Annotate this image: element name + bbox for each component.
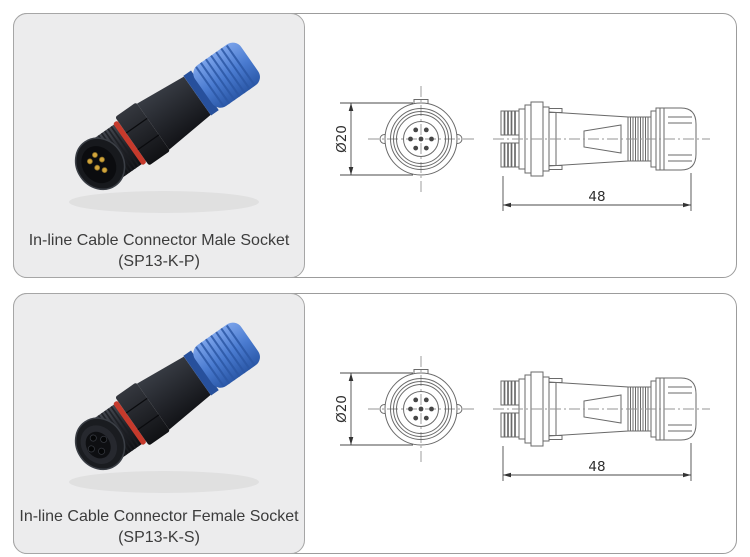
side-view	[493, 371, 710, 447]
dimension-diameter: Ø20	[334, 102, 413, 176]
cap-ribs	[195, 324, 256, 388]
diameter-label: Ø20	[334, 395, 350, 423]
product-code: (SP13-K-P)	[118, 253, 200, 270]
connector-body	[137, 356, 211, 430]
connector-body	[137, 76, 211, 150]
front-view	[368, 356, 474, 462]
pin-dots	[408, 397, 434, 421]
cap-ribs	[195, 44, 256, 108]
face-recess	[81, 146, 117, 184]
photo-card: In-line Cable Connector Female Socket (S…	[13, 293, 305, 554]
gold-pins	[86, 152, 108, 174]
product-photo-female	[69, 322, 260, 493]
nut-facets	[125, 117, 160, 151]
latch-trapezoid	[583, 124, 622, 154]
product-photo-male	[69, 42, 260, 213]
side-view	[493, 101, 710, 177]
dimension-length: 48	[502, 173, 692, 211]
connector-female	[74, 322, 260, 471]
photo-shadow	[69, 471, 259, 493]
red-oring	[113, 121, 146, 165]
panel-female-connector: In-line Cable Connector Female Socket (S…	[13, 293, 737, 554]
length-label: 48	[588, 459, 605, 475]
panel-male-connector: In-line Cable Connector Male Socket (SP1…	[13, 13, 737, 278]
latch-trapezoid	[583, 394, 622, 424]
dimension-length: 48	[502, 443, 692, 481]
connector-male	[74, 42, 260, 191]
photo-shadow	[69, 191, 259, 213]
blue-collar	[183, 350, 219, 396]
diameter-label: Ø20	[334, 125, 350, 153]
socket-holes	[87, 434, 108, 455]
product-caption: In-line Cable Connector Male Socket (SP1…	[14, 230, 304, 272]
blue-collar	[183, 70, 219, 116]
nut-facets	[125, 397, 160, 431]
technical-drawing-male: Ø20	[334, 86, 710, 211]
product-code: (SP13-K-S)	[118, 529, 200, 546]
product-title: In-line Cable Connector Male Socket	[28, 232, 290, 249]
technical-drawing-female: Ø20	[334, 356, 710, 481]
hex-nut	[115, 383, 170, 445]
product-title: In-line Cable Connector Female Socket	[19, 508, 299, 525]
red-oring	[113, 401, 146, 445]
hex-nut	[115, 103, 170, 165]
front-view	[368, 86, 474, 192]
dimension-diameter: Ø20	[334, 372, 413, 446]
length-label: 48	[588, 189, 605, 205]
photo-card: In-line Cable Connector Male Socket (SP1…	[13, 13, 305, 278]
product-caption: In-line Cable Connector Female Socket (S…	[14, 506, 304, 548]
pin-dots	[408, 127, 434, 151]
